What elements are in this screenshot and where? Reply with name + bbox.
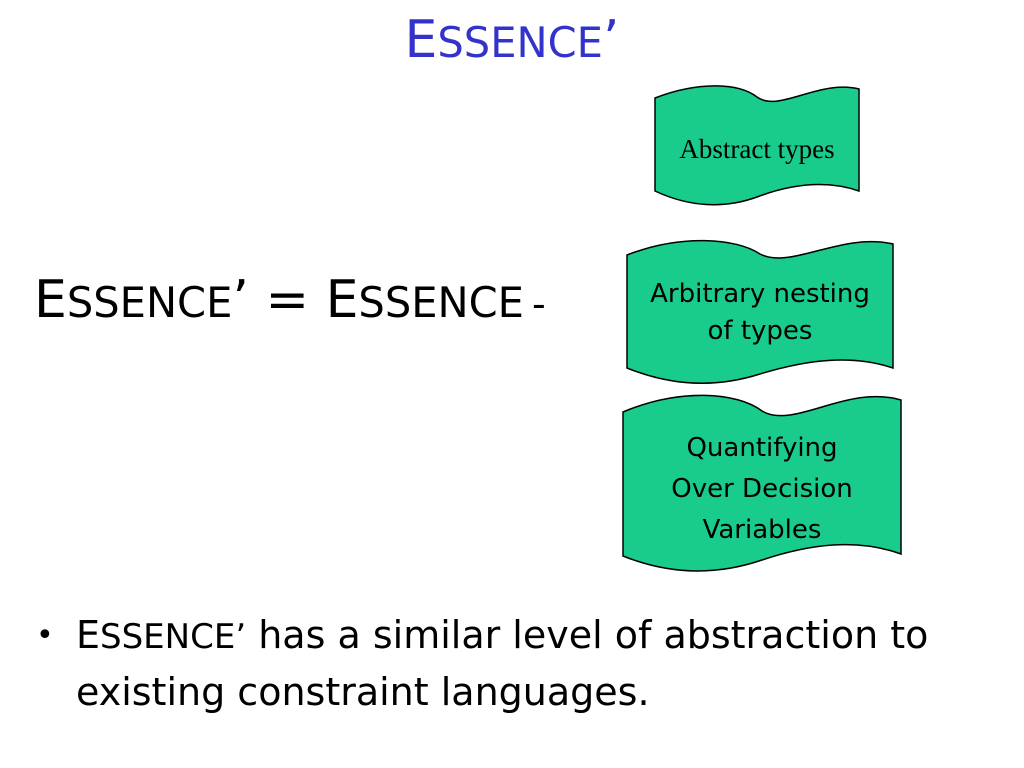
bullet-essence-prime: ’ <box>235 617 247 657</box>
title-small-caps: SSENCE <box>437 18 603 67</box>
banner-shape <box>626 239 894 384</box>
banner-shape <box>622 394 902 572</box>
equation-left-small-caps: SSENCE <box>66 278 233 327</box>
banner-quantifying-decision-variables: Quantifying Over Decision Variables <box>622 392 902 574</box>
equation: ESSENCE’ = ESSENCE- <box>34 268 546 336</box>
banner-label: Arbitrary nesting of types <box>650 279 870 346</box>
banner-label: Quantifying Over Decision Variables <box>671 433 853 545</box>
bullet-text: ESSENCE’ has a similar level of abstract… <box>76 608 996 720</box>
title-prime: ’ <box>602 10 620 70</box>
bullet-sentence: has a similar level of abstraction to ex… <box>76 613 929 714</box>
banner-shape <box>654 85 860 206</box>
bullet-essence-initial: E <box>76 613 101 657</box>
equation-left-initial: E <box>34 270 67 330</box>
equation-operator: = <box>248 270 326 330</box>
title-initial: E <box>404 10 438 70</box>
banner-label: Abstract types <box>679 134 835 164</box>
equation-right-small-caps: SSENCE <box>358 278 524 327</box>
banner-abstract-types: Abstract types <box>654 85 860 206</box>
equation-right-initial: E <box>325 270 359 330</box>
slide-title: ESSENCE’ <box>0 8 1024 75</box>
bullet-item: • ESSENCE’ has a similar level of abstra… <box>36 608 996 720</box>
bullet-marker: • <box>36 618 54 653</box>
banner-arbitrary-nesting: Arbitrary nesting of types <box>626 238 894 384</box>
equation-minus: - <box>531 282 546 326</box>
bullet-essence-small-caps: SSENCE <box>100 617 236 657</box>
equation-left-prime: ’ <box>232 270 249 330</box>
